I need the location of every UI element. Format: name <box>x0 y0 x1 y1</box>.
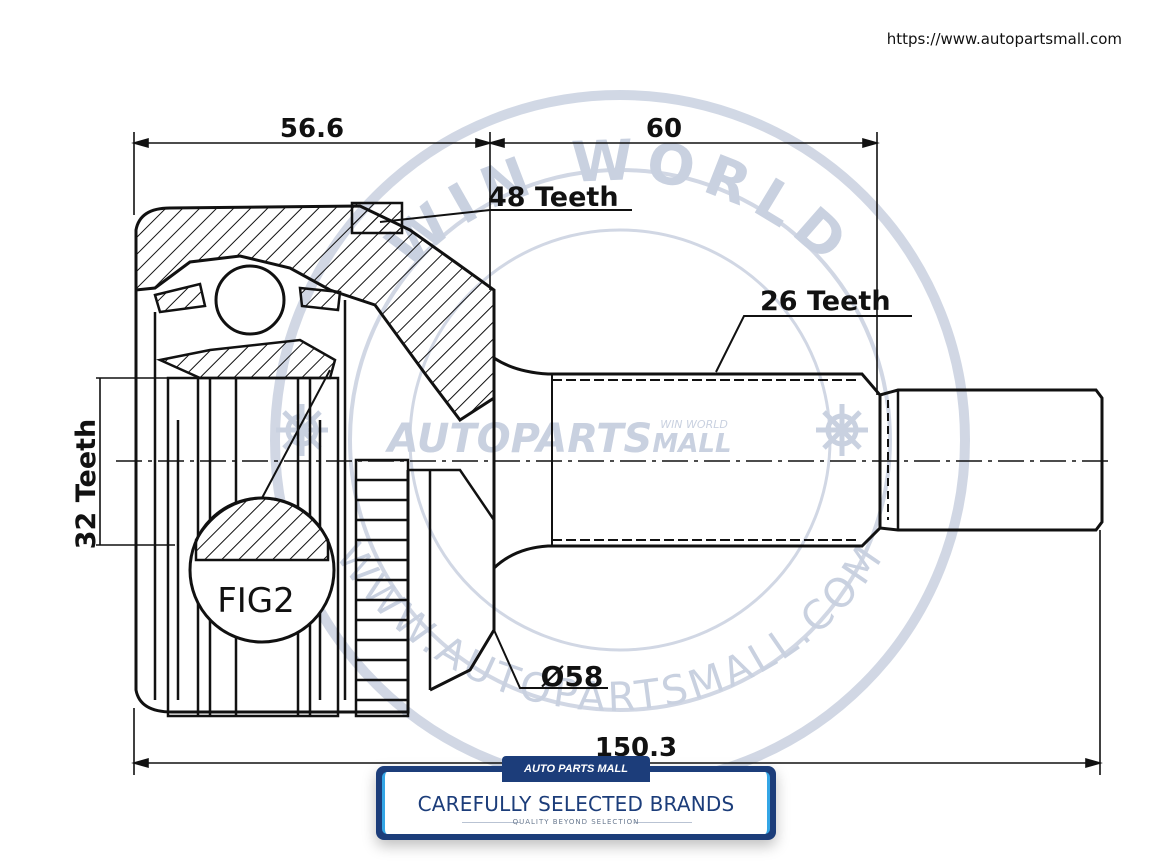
callout-outer-spline: 26 Teeth <box>760 286 891 317</box>
brand-badge <box>376 766 776 840</box>
brand-badge-title: CAREFULLY SELECTED BRANDS <box>417 792 735 816</box>
threaded-end <box>879 388 1104 532</box>
brand-badge-inner <box>382 772 770 834</box>
watermark-center-logo: AUTOPARTS <box>385 416 653 462</box>
dim-diameter: Ø58 <box>541 660 604 693</box>
callout-inner-spline: 32 Teeth <box>71 419 102 550</box>
website-url: https://www.autopartsmall.com <box>886 30 1122 48</box>
watermark-center-brand: WIN WORLD <box>660 418 728 431</box>
callout-abs-ring: 48 Teeth <box>488 182 619 213</box>
fig2-detail-hatch <box>194 496 330 562</box>
bell-housing-top-section <box>134 204 496 423</box>
fig2-label: FIG2 <box>217 581 295 621</box>
ball-cage-top-hatch <box>153 282 342 314</box>
abs-tone-ring <box>354 458 432 718</box>
callout-leaders <box>379 209 912 689</box>
fig2-leader <box>261 369 331 499</box>
brand-badge-divider-left <box>462 822 520 823</box>
bell-housing-lower-flank <box>408 468 496 620</box>
ball <box>214 264 286 336</box>
watermark-center-logo-small: MALL <box>652 429 731 459</box>
ball-cage-hatch <box>155 338 337 380</box>
watermark-ring-bottom: WWW.AUTOPARTSMALL.COM <box>327 535 894 721</box>
bell-housing-outline <box>134 230 496 714</box>
watermark-gear-right <box>816 404 868 456</box>
abs-notch <box>350 201 404 235</box>
brand-badge-subtitle: QUALITY BEYOND SELECTION <box>512 818 640 826</box>
dim-left-width: 56.6 <box>280 114 344 144</box>
watermark-gear-left <box>276 404 328 456</box>
stem-neck <box>492 356 882 570</box>
brand-badge-divider-right <box>634 822 692 823</box>
dim-spline-length: 60 <box>646 114 682 144</box>
brand-logo-tab: AUTO PARTS MALL <box>502 756 650 782</box>
